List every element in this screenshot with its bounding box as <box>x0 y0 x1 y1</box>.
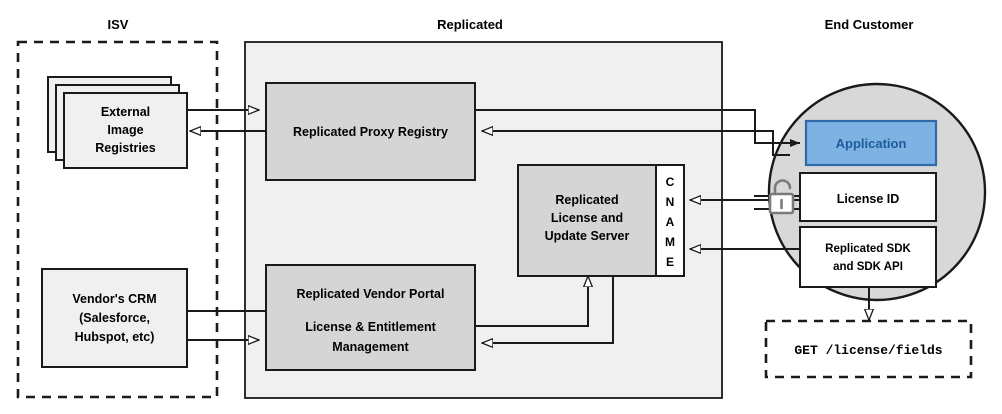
proxy-registry-box <box>265 82 476 181</box>
registry-card-front <box>63 92 188 169</box>
external-image-registries[interactable]: External Image Registries <box>47 76 188 169</box>
license-id-node[interactable]: License ID <box>799 172 937 222</box>
vendor-portal-box <box>265 264 476 371</box>
api-call-node[interactable]: GET /license/fields <box>764 319 973 379</box>
sdk-label-line1: Replicated SDK <box>825 243 911 255</box>
replicated-sdk-node[interactable]: Replicated SDK and SDK API <box>799 226 937 288</box>
end-customer-zone-title: End Customer <box>825 17 914 32</box>
vendors-crm-node[interactable]: Vendor's CRM (Salesforce, Hubspot, etc) <box>41 268 188 368</box>
application-box <box>804 119 938 167</box>
arrow-proxy-to-application <box>475 109 800 147</box>
vendor-portal-label-line2: License & Entitlement <box>305 320 436 334</box>
license-server-label-line2: License and <box>551 211 623 225</box>
vendor-portal-label-line1: Replicated Vendor Portal <box>297 287 445 301</box>
license-id-box <box>799 172 937 222</box>
registries-label-line3: Registries <box>95 141 155 155</box>
application-label: Application <box>836 136 907 151</box>
sdk-label-line2: and SDK API <box>833 261 903 273</box>
cname-letter-0: C <box>666 175 675 189</box>
replicated-license-update-server-node[interactable]: Replicated License and Update Server C N… <box>517 164 685 277</box>
isv-zone-title: ISV <box>108 17 129 32</box>
cname-box <box>655 164 685 277</box>
cname-letter-1: N <box>666 195 675 209</box>
registries-label-line2: Image <box>107 123 143 137</box>
replicated-vendor-portal-node[interactable]: Replicated Vendor Portal License & Entit… <box>265 264 476 371</box>
crm-label-line1: Vendor's CRM <box>72 292 156 306</box>
proxy-registry-label: Replicated Proxy Registry <box>293 125 448 139</box>
license-server-label-line1: Replicated <box>555 193 618 207</box>
cname-letter-3: M <box>665 235 675 249</box>
api-call-label: GET /license/fields <box>794 343 942 358</box>
isv-zone-boundary <box>16 40 219 399</box>
arrow-vendorportal-to-licenseserver <box>475 276 588 327</box>
sdk-box <box>799 226 937 288</box>
application-node[interactable]: Application <box>804 119 938 167</box>
arrow-application-to-proxy <box>482 131 790 156</box>
cname-letter-2: A <box>666 215 675 229</box>
license-update-server-box <box>517 164 657 277</box>
unlocked-padlock-icon <box>768 179 795 215</box>
api-call-box <box>764 319 973 379</box>
arrow-licenseserver-to-vendorportal <box>482 276 614 343</box>
crm-box <box>41 268 188 368</box>
license-id-label: License ID <box>837 192 900 206</box>
license-server-label-line3: Update Server <box>545 229 630 243</box>
registries-label-line1: External <box>101 105 150 119</box>
crm-label-line2: (Salesforce, <box>79 311 150 325</box>
replicated-proxy-registry-node[interactable]: Replicated Proxy Registry <box>265 82 476 181</box>
vendor-portal-label-line3: Management <box>332 340 409 354</box>
cname-letter-4: E <box>666 255 674 269</box>
replicated-zone-title: Replicated <box>437 17 503 32</box>
crm-label-line3: Hubspot, etc) <box>75 330 155 344</box>
